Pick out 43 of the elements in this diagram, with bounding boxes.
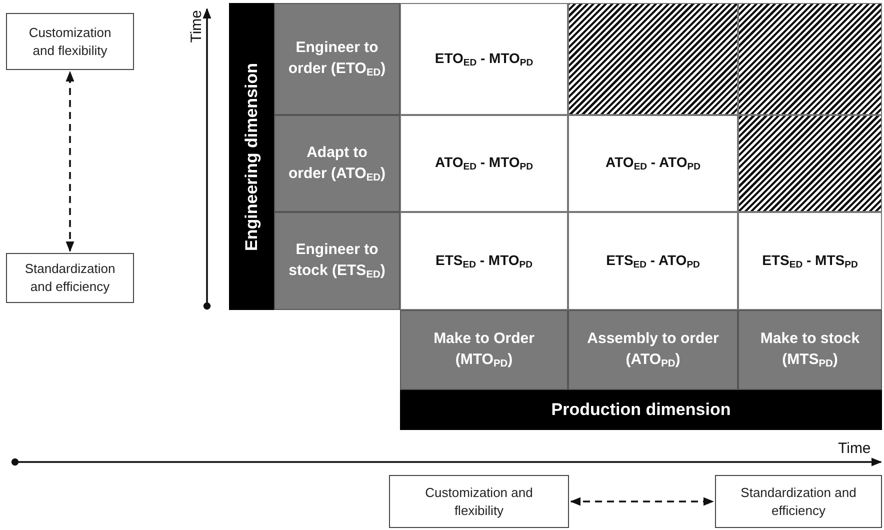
column-header — [400, 310, 568, 390]
column-header — [738, 310, 882, 390]
header-text: Make to Order (MTO$_{PD}$) — [432, 329, 536, 372]
hatched-cell — [568, 3, 738, 115]
row-header — [274, 115, 400, 212]
table-cell — [400, 3, 568, 115]
table-cell — [400, 115, 568, 212]
header-text: Make to stock (MTS$_{PD}$) — [759, 329, 861, 372]
header-text: Adapt to order (ATO$_{ED}$) — [288, 142, 386, 186]
text-box — [6, 13, 134, 70]
column-header — [568, 310, 738, 390]
cell-text: ETS$_{ED}$ - ATO$_{PD}$ — [606, 252, 700, 270]
cell-text: ETS$_{ED}$ - MTS$_{PD}$ — [762, 252, 858, 270]
header-text: Assembly to order (ATO$_{PD}$) — [586, 329, 720, 372]
axis-title: Engineering dimension — [242, 62, 262, 250]
text-box — [389, 475, 569, 528]
header-text: Engineer to order (ETO$_{ED}$) — [287, 38, 387, 81]
table-cell — [568, 115, 738, 212]
table-cell — [738, 212, 882, 310]
hatched-cell — [738, 115, 882, 212]
header-text: Engineer to stock (ETS$_{ED}$) — [288, 240, 386, 283]
box-text: Standardization and efficiency — [24, 260, 116, 296]
table-cell — [400, 212, 568, 310]
dashed-double-arrow — [570, 497, 714, 506]
hatched-cell — [738, 3, 882, 115]
box-text: Customization and flexibility — [28, 24, 112, 60]
axis-title: Production dimension — [551, 400, 731, 420]
dimension-bar — [400, 390, 882, 430]
axis-label: Time — [838, 440, 871, 457]
cell-text: ETO$_{ED}$ - MTO$_{PD}$ — [434, 50, 534, 68]
axis-label: Time — [188, 10, 205, 43]
text-box — [715, 475, 882, 528]
dimension-bar — [229, 3, 274, 310]
cell-text: ATO$_{ED}$ - ATO$_{PD}$ — [606, 154, 700, 173]
dashed-double-arrow — [66, 70, 74, 252]
box-text: Standardization and efficiency — [740, 484, 858, 520]
row-header — [274, 3, 400, 115]
cell-text: ETS$_{ED}$ - MTO$_{PD}$ — [436, 252, 532, 270]
row-header — [274, 212, 400, 310]
text-box — [6, 253, 134, 303]
box-text: Customization and flexibility — [424, 484, 534, 520]
cell-text: ATO$_{ED}$ - MTO$_{PD}$ — [435, 154, 533, 173]
table-cell — [568, 212, 738, 310]
